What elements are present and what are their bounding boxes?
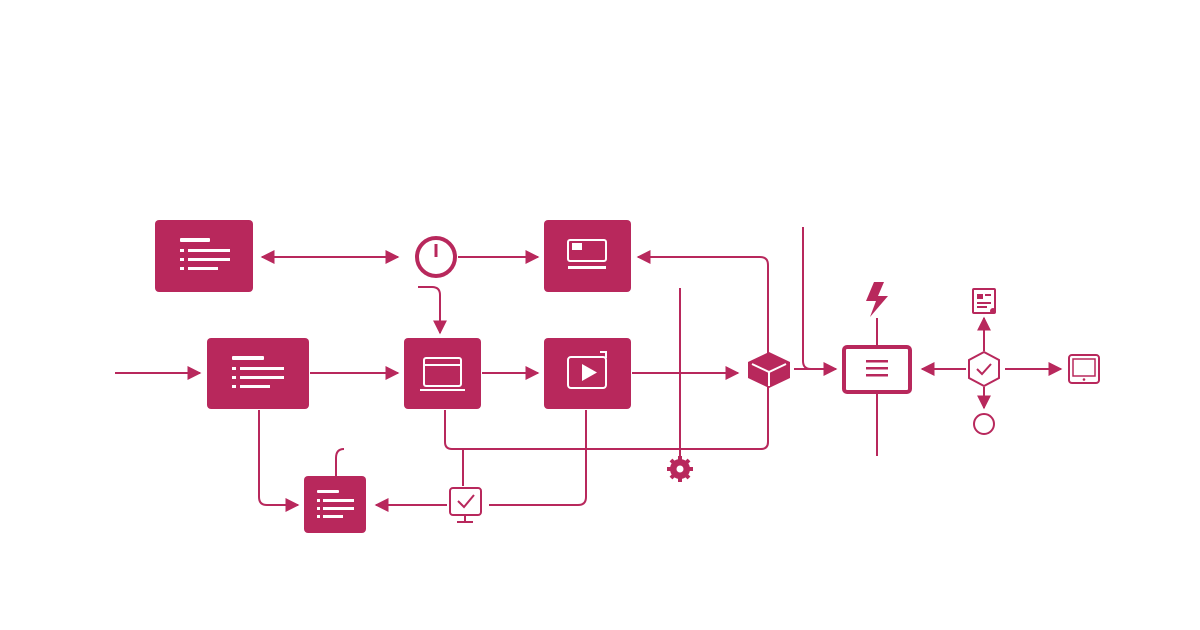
connector-loop-window <box>636 250 769 362</box>
clock-icon <box>415 236 457 278</box>
connector-list-listbottom <box>258 410 300 512</box>
document-node[interactable] <box>972 288 996 314</box>
connector-video-monitor <box>489 410 587 506</box>
connector-bus <box>444 385 769 450</box>
lightning-icon <box>866 282 888 317</box>
cube-node[interactable] <box>748 352 790 388</box>
tablet-icon <box>1068 354 1100 384</box>
list-block-bottom[interactable] <box>304 476 366 533</box>
gear-icon <box>667 456 693 482</box>
connector-bus-listbottom <box>335 448 345 476</box>
window-icon <box>567 239 607 269</box>
connector-clock-browser <box>418 286 447 335</box>
browser-window-icon <box>420 357 465 391</box>
connector-line-hub <box>802 227 838 376</box>
cube-icon <box>748 352 790 388</box>
list-icon <box>317 490 354 518</box>
video-block[interactable] <box>544 338 631 409</box>
list-icon <box>232 356 284 388</box>
browser-block[interactable] <box>404 338 481 409</box>
monitor-check-node[interactable] <box>449 487 482 523</box>
list-block-top-left[interactable] <box>155 220 253 292</box>
hexagon-check-icon <box>968 350 1000 388</box>
hub-block[interactable] <box>842 345 912 394</box>
connectors <box>115 227 1063 512</box>
list-block-middle-left[interactable] <box>207 338 309 409</box>
clock-node[interactable] <box>415 236 457 278</box>
menu-lines-icon <box>866 360 888 377</box>
window-block-top[interactable] <box>544 220 631 292</box>
gear-node[interactable] <box>667 456 693 482</box>
monitor-check-icon <box>449 487 482 523</box>
list-icon <box>180 238 230 270</box>
video-play-icon <box>567 351 607 389</box>
circle-icon <box>973 413 995 435</box>
lightning-node[interactable] <box>866 282 888 317</box>
document-icon <box>972 288 996 314</box>
tablet-node[interactable] <box>1068 354 1100 384</box>
circle-endpoint[interactable] <box>973 413 995 435</box>
shield-check-node[interactable] <box>968 350 1000 388</box>
